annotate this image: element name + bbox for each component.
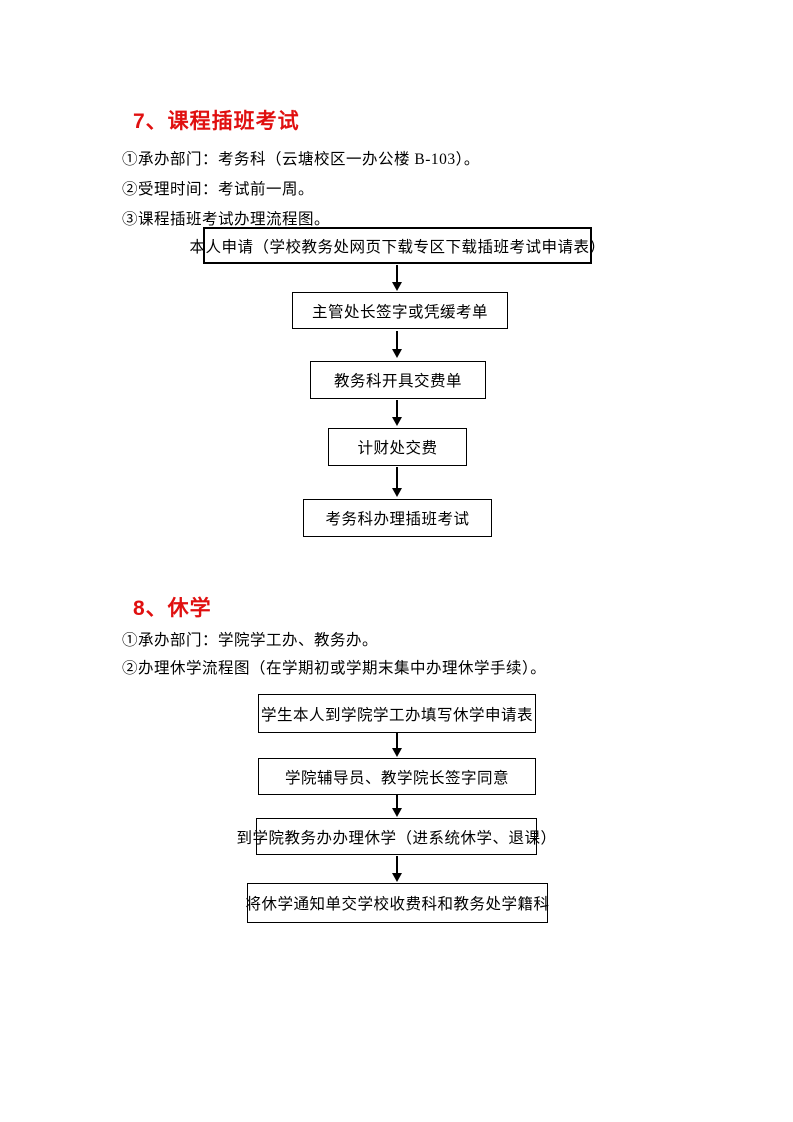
arrow-stem: [396, 856, 398, 873]
arrow-head: [392, 488, 402, 497]
flowchart7-step-3-box: 教务科开具交费单: [310, 361, 486, 399]
flowchart8-step-4-box: 将休学通知单交学校收费科和教务处学籍科: [245, 883, 550, 923]
flowchart7-step-2-label: 主管处长签字或凭缓考单: [311, 303, 488, 321]
flowchart7-step-5-box: 考务科办理插班考试: [303, 499, 492, 537]
down-arrow-icon: [392, 467, 402, 497]
down-arrow-icon: [392, 856, 402, 882]
flowchart8-step-1-label: 学生本人到学院学工办填写休学申请表: [260, 706, 533, 724]
arrow-stem: [396, 467, 398, 488]
flowchart8-step-1-box: 学生本人到学院学工办填写休学申请表: [258, 694, 536, 733]
flowchart7-step-1-box: 本人申请（学校教务处网页下载专区下载插班考试申请表）: [190, 227, 605, 264]
flowchart8-step-2-box: 学院辅导员、教学院长签字同意: [258, 758, 536, 795]
flowchart7-step-1-label: 本人申请（学校教务处网页下载专区下载插班考试申请表）: [189, 238, 606, 256]
arrow-stem: [396, 331, 398, 349]
section-7-line-time: ②受理时间：考试前一周。: [122, 181, 315, 198]
flowchart8-step-2-label: 学院辅导员、教学院长签字同意: [284, 769, 509, 787]
section-8-line-department: ①承办部门：学院学工办、教务办。: [122, 632, 379, 649]
arrow-stem: [396, 795, 398, 808]
flowchart7-step-3-label: 教务科开具交费单: [333, 373, 462, 390]
down-arrow-icon: [392, 400, 402, 426]
down-arrow-icon: [392, 265, 402, 291]
section-8-line-flowchart-caption: ②办理休学流程图（在学期初或学期末集中办理休学手续）。: [122, 660, 547, 677]
down-arrow-icon: [392, 733, 402, 757]
section-7-line-flowchart-caption: ③课程插班考试办理流程图。: [122, 211, 331, 228]
flowchart8-step-3-box: 到学院教务办办理休学（进系统休学、退课）: [237, 818, 556, 855]
flowchart7-step-5-label: 考务科办理插班考试: [325, 511, 470, 528]
arrow-head: [392, 808, 402, 817]
flowchart7-step-2-box: 主管处长签字或凭缓考单: [292, 292, 508, 329]
arrow-head: [392, 873, 402, 882]
section-7-heading: 7、课程插班考试: [133, 110, 300, 133]
arrow-stem: [396, 733, 398, 748]
section-8-heading: 8、休学: [133, 597, 212, 620]
arrow-head: [392, 349, 402, 358]
down-arrow-icon: [392, 331, 402, 358]
arrow-stem: [396, 265, 398, 282]
arrow-head: [392, 748, 402, 757]
arrow-head: [392, 282, 402, 291]
flowchart8-step-3-label: 到学院教务办办理休学（进系统休学、退课）: [236, 829, 557, 847]
section-7-line-department: ①承办部门：考务科（云塘校区一办公楼 B-103）。: [122, 151, 480, 168]
flowchart7-step-4-box: 计财处交费: [328, 428, 467, 466]
flowchart8-step-4-label: 将休学通知单交学校收费科和教务处学籍科: [245, 896, 550, 913]
down-arrow-icon: [392, 795, 402, 817]
flowchart7-step-4-label: 计财处交费: [357, 440, 438, 457]
arrow-head: [392, 417, 402, 426]
arrow-stem: [396, 400, 398, 417]
